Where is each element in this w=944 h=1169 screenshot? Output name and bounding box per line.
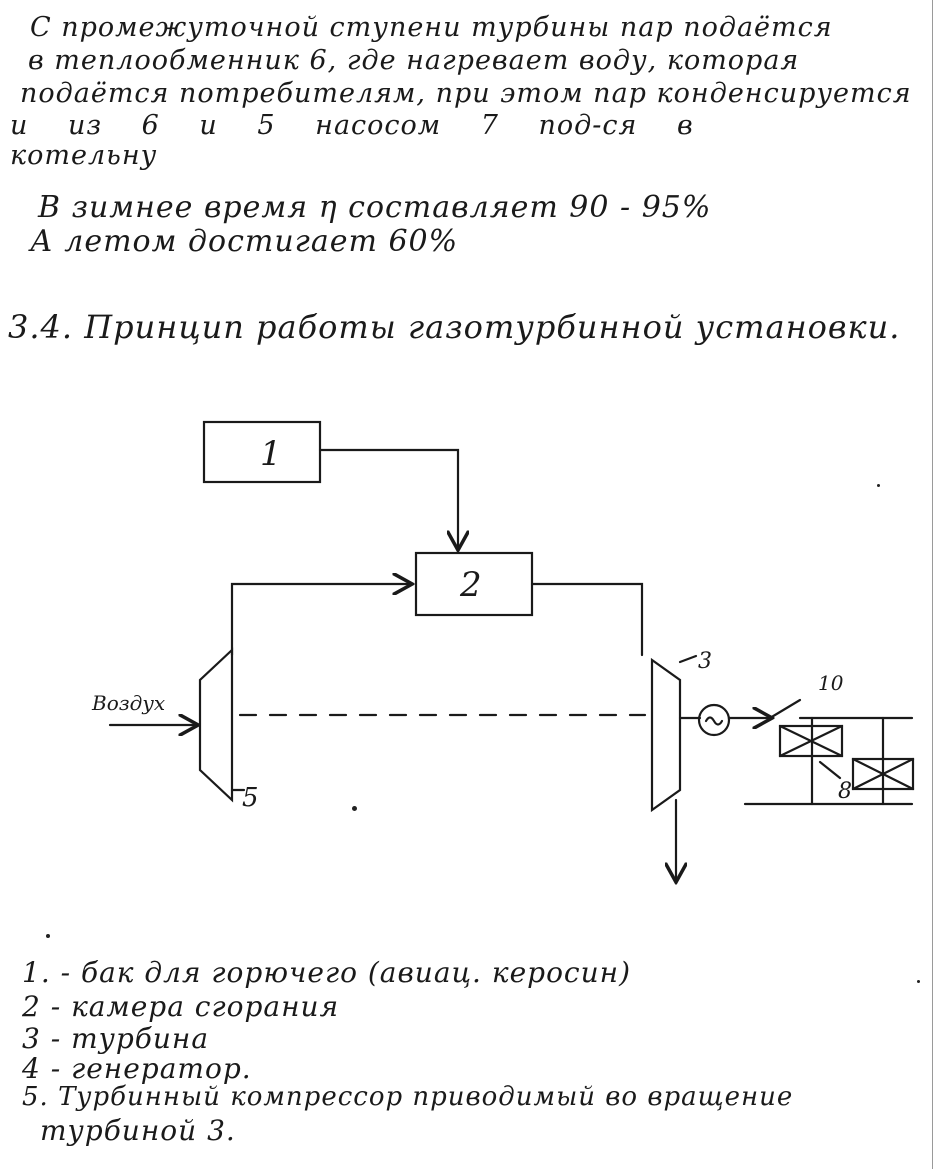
- legend-item: 3 - турбина: [22, 1022, 210, 1055]
- ink-speck: [46, 934, 50, 938]
- legend-item: 1. - бак для горючего (авиац. керосин): [22, 956, 632, 989]
- box2-label: 2: [459, 565, 482, 605]
- load-box-left: [778, 724, 844, 758]
- air-line: [230, 584, 410, 657]
- fuel-tank-box: [202, 420, 322, 484]
- leader-8: [818, 760, 842, 780]
- legend-item: турбиной 3.: [40, 1114, 236, 1147]
- generator-sine-icon: [704, 716, 724, 726]
- turbine-shape: [650, 657, 682, 813]
- text-line: В зимнее время η составляет 90 - 95%: [38, 190, 712, 225]
- switch-10: [768, 698, 802, 720]
- text-line: котельну: [10, 140, 158, 171]
- ink-speck: [352, 806, 357, 811]
- text-line: в теплообменник 6, где нагревает воду, к…: [28, 45, 800, 76]
- gas-line: [530, 582, 644, 657]
- ink-speck: [877, 484, 880, 487]
- fuel-line: [318, 448, 458, 548]
- label-3: 3: [698, 649, 712, 674]
- text-line: А летом достигает 60%: [30, 224, 459, 259]
- legend-item: 5. Турбинный компрессор приводимый во вр…: [22, 1082, 794, 1112]
- load-box-right: [851, 757, 915, 791]
- legend-item: 4 - генератор.: [22, 1052, 252, 1085]
- label-10: 10: [818, 671, 844, 695]
- label-8: 8: [838, 779, 852, 804]
- label-5: 5: [242, 783, 259, 813]
- generator-circle: [697, 703, 731, 737]
- load-cross: [778, 724, 844, 758]
- text-line: С промежуточной ступени турбины пар пода…: [30, 12, 833, 43]
- legend-item: 2 - камера сгорания: [22, 990, 340, 1023]
- leader-3: [678, 654, 698, 664]
- section-heading: 3.4. Принцип работы газотурбинной устано…: [8, 308, 901, 346]
- air-label: Воздух: [91, 691, 165, 715]
- text-line: подаётся потребителям, при этом пар конд…: [20, 78, 912, 109]
- box1-label: 1: [260, 434, 282, 474]
- compressor-shape: [198, 647, 234, 803]
- ink-speck: [917, 980, 920, 983]
- page-edge-line: [932, 0, 933, 1169]
- text-line: и из 6 и 5 насосом 7 под-ся в: [10, 110, 694, 141]
- load-cross: [851, 757, 915, 791]
